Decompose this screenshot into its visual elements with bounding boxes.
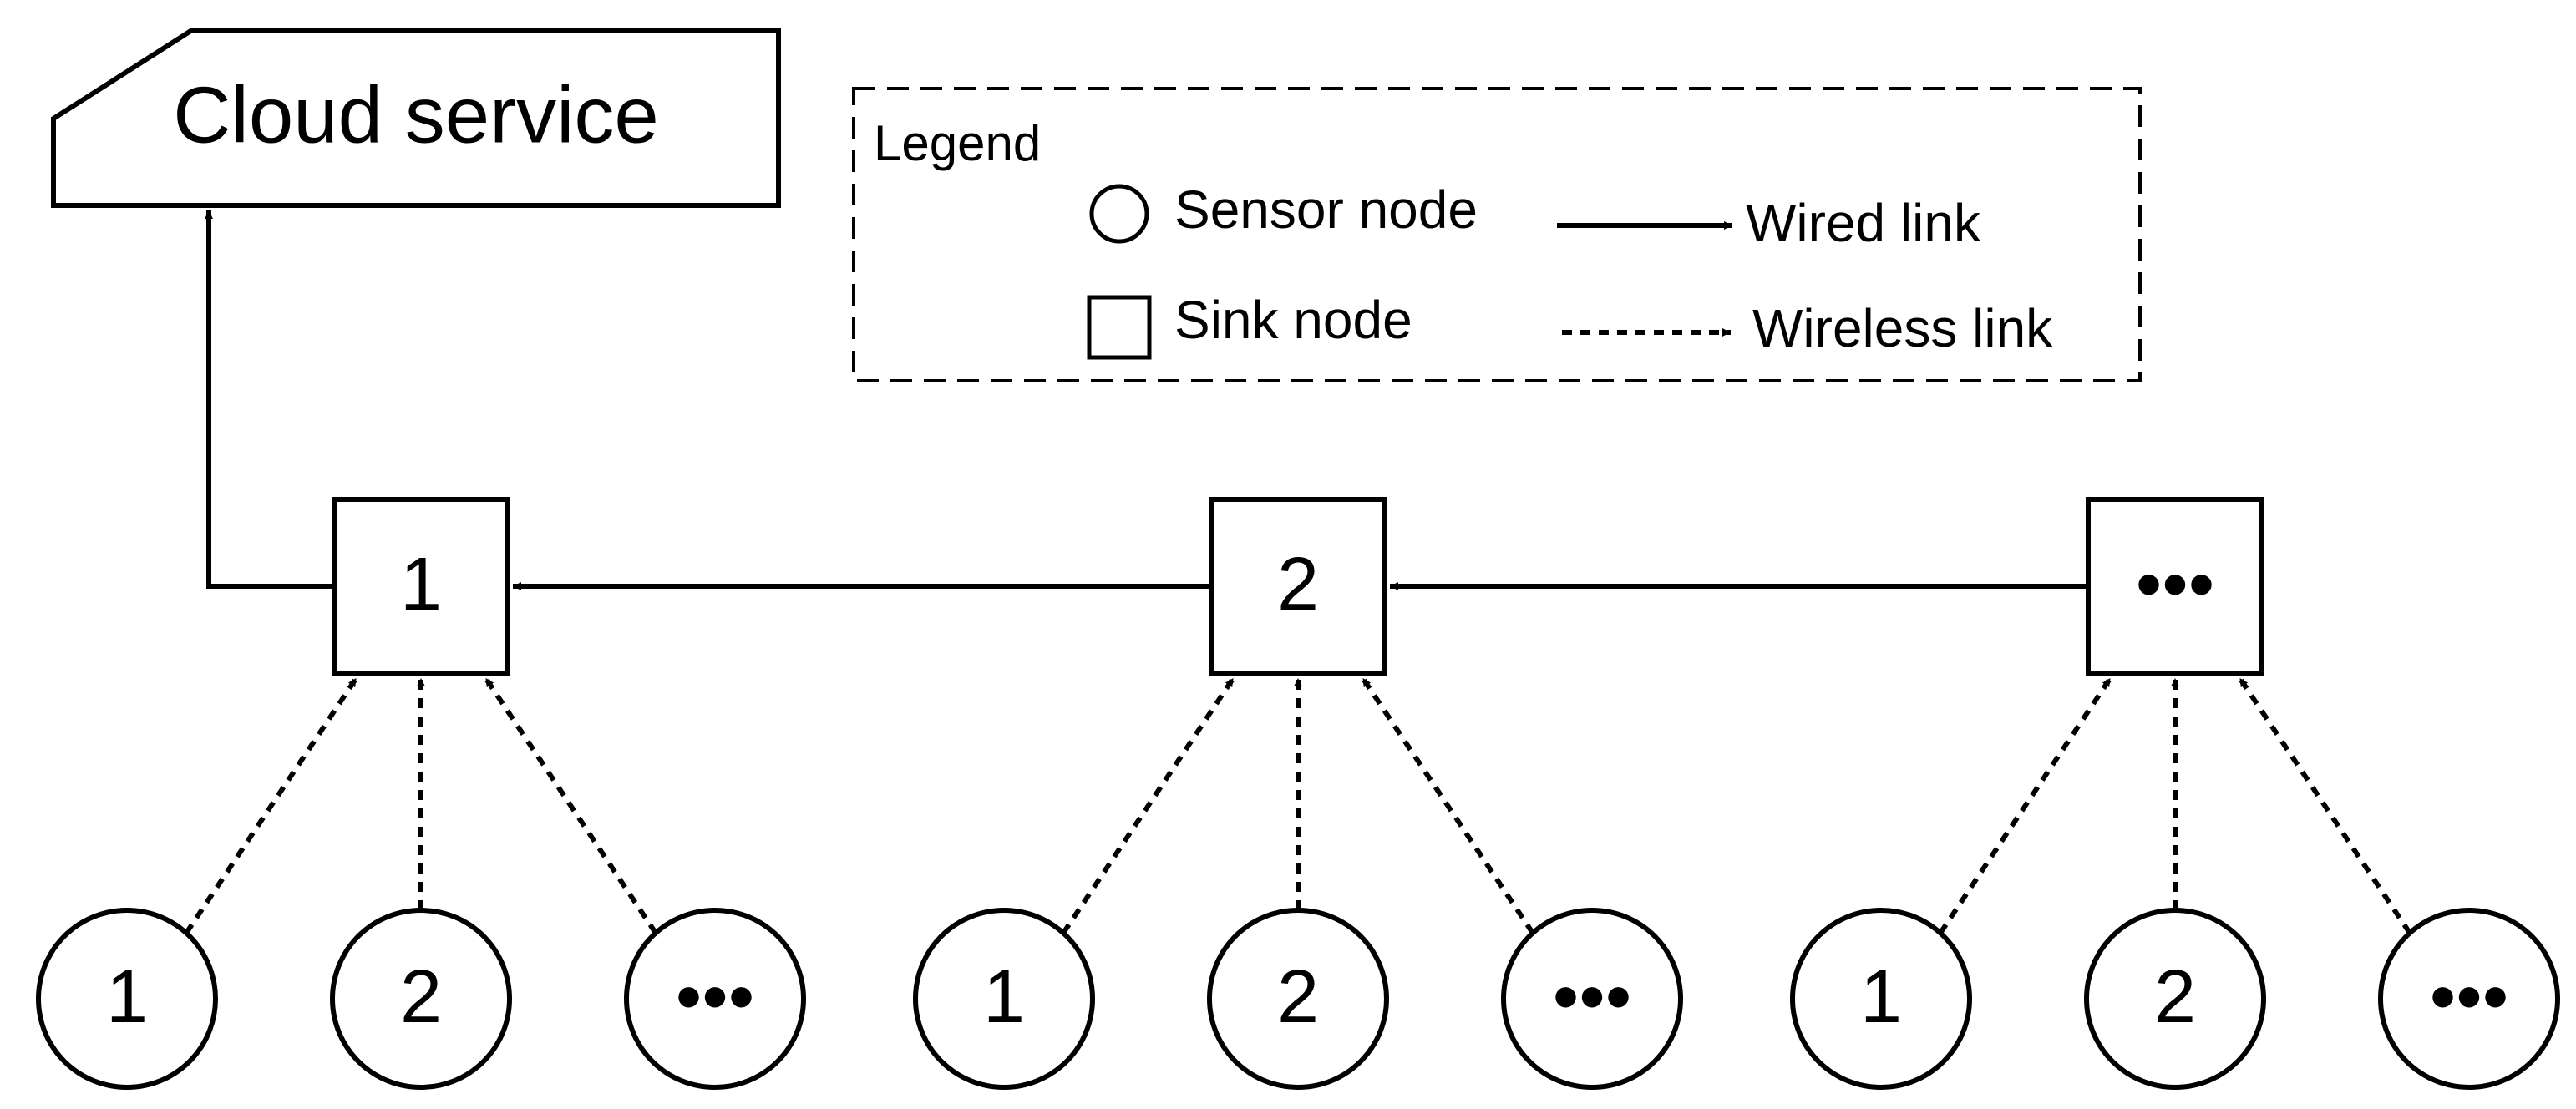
cloud-service: Cloud service <box>51 28 781 208</box>
sink-node-2 <box>1209 497 1387 676</box>
cloud-service-box <box>51 28 781 208</box>
legend: Legend Sensor node Sink node Wired link … <box>852 87 2142 382</box>
sink-node-3 <box>2086 497 2264 676</box>
sensor-node-2-2 <box>1207 908 1389 1090</box>
sink-node-1 <box>332 497 510 676</box>
wireless-link-sink-1-sensor-1 <box>184 676 359 934</box>
sink-node-1-label: 1 <box>400 543 442 626</box>
sink-node-3-label: ••• <box>2136 543 2215 626</box>
cloud-service-label: Cloud service <box>173 70 659 160</box>
wireless-link-sink-3-sensor-3 <box>2237 676 2412 934</box>
legend-sensor-label: Sensor node <box>1174 180 1478 240</box>
sink-node-2-label: 2 <box>1277 543 1319 626</box>
sensor-node-3-3-label: ••• <box>2430 955 2509 1039</box>
legend-sink-label: Sink node <box>1174 290 1412 350</box>
sensor-node-1-2-label: 2 <box>400 955 442 1039</box>
sensor-node-2-3-label: ••• <box>1553 955 1632 1039</box>
sensor-node-1-1 <box>36 908 218 1090</box>
sensor-node-2-3 <box>1501 908 1683 1090</box>
sensor-node-2-2-label: 2 <box>1277 955 1319 1039</box>
legend-title: Legend <box>874 115 1041 171</box>
wireless-link-sink-3-sensor-1 <box>1938 676 2113 934</box>
sensor-node-3-1-label: 1 <box>1860 955 1902 1039</box>
sensor-node-1-2 <box>330 908 512 1090</box>
wireless-link-sink-1-sensor-3 <box>483 676 658 934</box>
sensor-node-1-3 <box>624 908 806 1090</box>
sensor-node-1-1-label: 1 <box>106 955 148 1039</box>
sensor-node-2-1 <box>913 908 1095 1090</box>
sensor-node-1-3-label: ••• <box>676 955 755 1039</box>
sensor-node-2-1-label: 1 <box>983 955 1025 1039</box>
sensor-node-3-2 <box>2084 908 2266 1090</box>
network-layer: 1 1 2 ••• 2 1 2 ••• ••• 1 2 ••• <box>36 210 2560 1090</box>
wireless-link-sink-2-sensor-3 <box>1360 676 1535 934</box>
legend-wired-label: Wired link <box>1746 193 1981 253</box>
legend-frame <box>852 87 2142 382</box>
sensor-node-3-2-label: 2 <box>2154 955 2196 1039</box>
sensor-node-3-1 <box>1790 908 1972 1090</box>
legend-wireless-label: Wireless link <box>1752 298 2053 358</box>
wireless-link-sink-2-sensor-1 <box>1061 676 1236 934</box>
wired-link-sink-1-to-cloud <box>205 210 334 589</box>
sensor-node-3-3 <box>2378 908 2560 1090</box>
legend-sensor-icon <box>1089 184 1149 244</box>
legend-sink-icon <box>1087 295 1152 360</box>
